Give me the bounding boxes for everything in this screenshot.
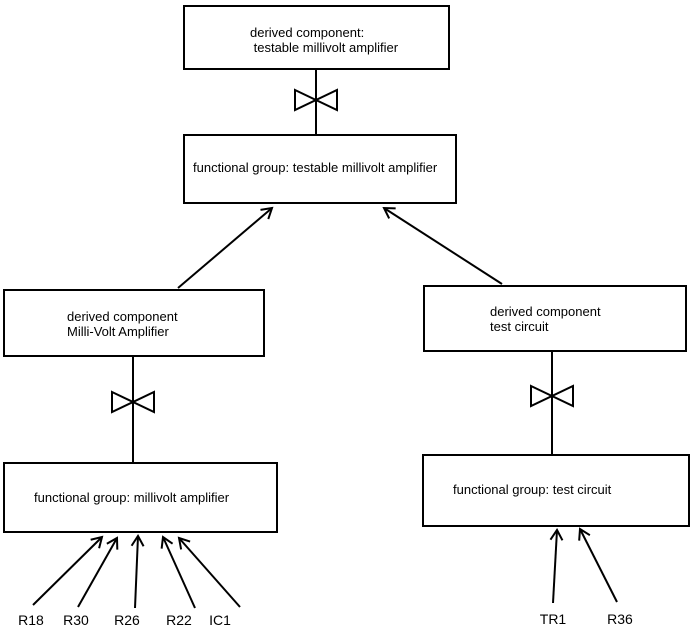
component-arrow-r30	[77, 536, 119, 608]
component-label-r30: R30	[63, 612, 89, 628]
component-arrow-r26	[130, 534, 145, 609]
node-derived-testable-millivolt-amplifier: derived component: testable millivolt am…	[183, 5, 450, 70]
node-functional-group-testable-millivolt-amplifier: functional group: testable millivolt amp…	[183, 134, 457, 204]
component-arrow-r22	[160, 535, 196, 609]
composition-bowtie-icon	[294, 88, 338, 112]
component-arrow-r36	[578, 527, 618, 603]
component-arrow-r18	[32, 535, 104, 606]
composition-bowtie-icon	[111, 390, 155, 414]
component-label-r18: R18	[18, 612, 44, 628]
node-derived-milli-volt-amplifier: derived component Milli-Volt Amplifier	[3, 289, 265, 357]
component-label-r26: R26	[114, 612, 140, 628]
node-functional-group-millivolt-amplifier: functional group: millivolt amplifier	[3, 462, 278, 533]
component-arrow-ic1	[177, 536, 241, 608]
component-arrow-tr1	[549, 528, 564, 604]
node-derived-test-circuit: derived component test circuit	[423, 285, 687, 352]
component-label-r22: R22	[166, 612, 192, 628]
component-label-ic1: IC1	[209, 612, 231, 628]
derivation-arrow-right	[382, 206, 503, 285]
composition-bowtie-icon	[530, 384, 574, 408]
node-functional-group-test-circuit: functional group: test circuit	[422, 454, 690, 527]
component-label-tr1: TR1	[539, 611, 567, 627]
derivation-arrow-left	[177, 206, 274, 289]
component-label-r36: R36	[607, 611, 633, 627]
